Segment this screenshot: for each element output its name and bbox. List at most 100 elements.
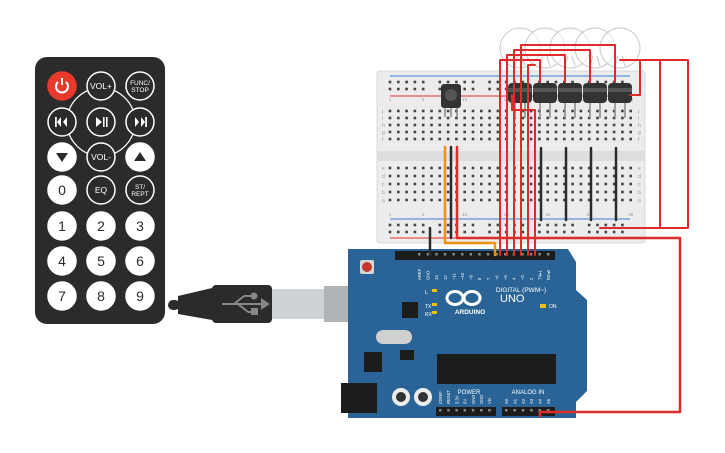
- pin-label: ~10: [460, 272, 465, 280]
- svg-text:10: 10: [462, 97, 468, 102]
- svg-text:10: 10: [462, 212, 468, 217]
- led-wire-4: [520, 44, 616, 256]
- svg-text:1: 1: [389, 212, 392, 217]
- remote-button-play-pause[interactable]: [86, 107, 116, 137]
- pin-label: A2: [521, 398, 526, 404]
- pin-label: 3.3V: [454, 395, 459, 404]
- wires: [428, 44, 689, 418]
- remote-button-digit-3[interactable]: 3: [125, 211, 155, 241]
- remote-button-eq[interactable]: EQ: [86, 175, 116, 205]
- svg-text:30: 30: [628, 212, 634, 217]
- crystal: [376, 330, 412, 344]
- play-pause-icon: [96, 117, 108, 127]
- capacitors: [392, 388, 432, 406]
- svg-text:EQ: EQ: [95, 185, 108, 195]
- svg-text:e: e: [382, 166, 385, 172]
- remote-button-digit-8[interactable]: 8: [86, 281, 116, 311]
- svg-text:d: d: [638, 174, 641, 180]
- pin-label: ~5: [503, 275, 508, 280]
- arduino-brand: ARDUINO: [455, 309, 485, 316]
- pin-label: Vin: [487, 397, 492, 404]
- led-wire-2: [506, 54, 566, 256]
- digital-label: DIGITAL (PWM~): [496, 287, 546, 294]
- remote-button-digit-6[interactable]: 6: [125, 246, 155, 276]
- atmega-chip: [437, 354, 556, 384]
- led-label-l: L: [425, 290, 428, 296]
- pin-label: 2: [529, 277, 534, 280]
- breadboard-jumpers: [443, 145, 618, 240]
- led-label-rx: RX: [425, 312, 433, 318]
- svg-text:ST/: ST/: [135, 184, 145, 191]
- svg-text:1: 1: [389, 97, 392, 102]
- rewind-icon: [55, 117, 67, 127]
- remote-button-digit-9[interactable]: 9: [125, 281, 155, 311]
- on-label: ON: [549, 304, 557, 310]
- pin-label: AREF: [417, 268, 422, 280]
- remote-button-digit-7[interactable]: 7: [47, 281, 77, 311]
- svg-text:5: 5: [422, 97, 425, 102]
- usb-cable: [168, 285, 360, 323]
- orange-signal-wire: [443, 226, 497, 257]
- light-bulb: [599, 27, 641, 118]
- svg-text:6: 6: [136, 253, 144, 269]
- svg-text:j: j: [637, 109, 639, 115]
- voltage-regulator: [364, 352, 382, 372]
- dc-jack: [341, 383, 377, 413]
- pin-label: ~6: [494, 275, 499, 280]
- led-wire-5: [527, 64, 536, 256]
- arduino-logo: [445, 290, 482, 306]
- remote-button-digit-2[interactable]: 2: [86, 211, 116, 241]
- pin-label: A0: [504, 398, 509, 404]
- analog-header: [502, 407, 555, 416]
- remote-button-down[interactable]: [47, 142, 77, 172]
- analog-label: ANALOG IN: [512, 390, 545, 396]
- svg-text:b: b: [382, 190, 385, 196]
- pin-label: ~3: [520, 275, 525, 280]
- svg-text:8: 8: [97, 288, 105, 304]
- pin-label: RESET: [446, 390, 451, 404]
- power-icon: [55, 78, 69, 94]
- svg-text:5: 5: [97, 253, 105, 269]
- power-label: POWER: [458, 390, 481, 396]
- remote-button-power[interactable]: [47, 71, 77, 101]
- remote-button-up[interactable]: [125, 142, 155, 172]
- usb-plug: [272, 289, 324, 319]
- remote-button-func-stop[interactable]: FUNC/STOP: [125, 71, 155, 101]
- pin-label: A4: [538, 398, 543, 404]
- power-wire: [455, 226, 682, 414]
- remote-button-digit-1[interactable]: 1: [47, 211, 77, 241]
- pin-label: GND: [471, 395, 476, 404]
- svg-text:g: g: [638, 130, 641, 136]
- svg-text:f: f: [638, 137, 640, 143]
- svg-text:e: e: [638, 166, 641, 172]
- remote-button-st-rept[interactable]: ST/REPT: [125, 175, 155, 205]
- svg-text:h: h: [382, 123, 385, 129]
- svg-text:VOL-: VOL-: [91, 152, 111, 162]
- led-wire-3: [513, 49, 591, 256]
- pin-label: TX▸1: [537, 270, 542, 280]
- usb-chip: [402, 302, 418, 318]
- svg-text:4: 4: [58, 253, 66, 269]
- svg-text:f: f: [382, 137, 384, 143]
- pin-label: 8: [477, 277, 482, 280]
- svg-text:c: c: [638, 182, 641, 188]
- svg-text:j: j: [381, 109, 383, 115]
- remote-button-digit-0[interactable]: 0: [47, 175, 77, 205]
- remote-button-rewind[interactable]: [47, 107, 77, 137]
- remote-button-digit-4[interactable]: 4: [47, 246, 77, 276]
- led-label-tx: TX: [425, 304, 432, 310]
- remote-button-vol-up[interactable]: VOL+: [86, 71, 116, 101]
- svg-text:a: a: [638, 198, 641, 204]
- svg-text:STOP: STOP: [131, 87, 149, 94]
- pin-label: IOREF: [438, 391, 443, 404]
- svg-text:c: c: [382, 182, 385, 188]
- remote-button-fast-forward[interactable]: [125, 107, 155, 137]
- remote-button-digit-5[interactable]: 5: [86, 246, 116, 276]
- svg-text:i: i: [382, 116, 383, 122]
- svg-text:FUNC/: FUNC/: [130, 80, 150, 87]
- svg-text:0: 0: [58, 182, 66, 198]
- remote-button-vol-down[interactable]: VOL-: [86, 142, 116, 172]
